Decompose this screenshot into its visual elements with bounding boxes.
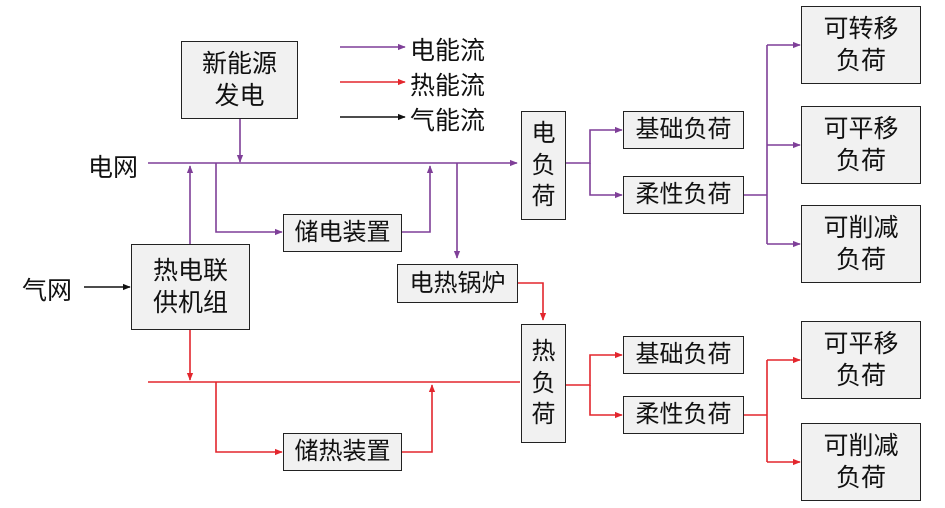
- chp-line-2: 供机组: [152, 288, 228, 317]
- elec-base-load-label: 基础负荷: [635, 115, 732, 144]
- elec-transferable-line-2: 负荷: [835, 46, 886, 75]
- heat-base-load-label: 基础负荷: [635, 340, 732, 369]
- electric-storage-node: 储电装置: [283, 214, 402, 252]
- heat-flex-load-node: 柔性负荷: [623, 396, 744, 434]
- grid-label: 电网: [88, 153, 139, 182]
- bus-to-storage: [215, 163, 283, 236]
- elec-base-load-node: 基础负荷: [623, 111, 744, 149]
- heat-curtailable-line-2: 负荷: [835, 463, 886, 492]
- elec-shiftable-line-1: 可平移: [823, 113, 899, 143]
- heat-shiftable-line-2: 负荷: [835, 361, 886, 390]
- electric-load-char-1: 电: [531, 118, 556, 147]
- electric-load-node: 电 负 荷: [521, 111, 566, 220]
- elec-transferable-node: 可转移 负荷: [801, 6, 921, 84]
- heat-storage-label: 储热装置: [294, 437, 391, 466]
- new-energy-line-1: 新能源: [201, 48, 277, 78]
- heat-curtailable-node: 可削减 负荷: [801, 423, 921, 501]
- eload-to-base: [565, 126, 623, 164]
- legend-electric-label: 电能流: [410, 36, 486, 65]
- heatstorage-to-bus: [402, 384, 436, 453]
- elec-transferable-line-1: 可转移: [823, 13, 899, 43]
- heat-curtailable-line-1: 可削减: [823, 430, 899, 460]
- hload-to-base: [565, 351, 623, 386]
- storage-to-bus: [402, 165, 434, 233]
- elec-flex-load-label: 柔性负荷: [635, 180, 732, 209]
- new-energy-node: 新能源 发电: [181, 41, 298, 119]
- new-energy-line-2: 发电: [214, 81, 265, 110]
- heat-flows: [148, 282, 801, 466]
- hload-to-flex: [589, 385, 623, 419]
- heat-load-node: 热 负 荷: [521, 324, 566, 443]
- boiler-to-heat-load: [518, 282, 547, 321]
- electric-flows: [148, 41, 801, 259]
- heat-storage-node: 储热装置: [283, 433, 402, 471]
- eload-to-flex: [589, 163, 623, 199]
- chp-node: 热电联 供机组: [131, 244, 250, 330]
- elec-curtailable-node: 可削减 负荷: [801, 205, 921, 283]
- legend-arrows: [340, 43, 406, 121]
- legend-gas-label: 气能流: [410, 106, 486, 135]
- elec-shiftable-node: 可平移 负荷: [801, 106, 921, 184]
- electric-boiler-label: 电热锅炉: [409, 268, 506, 297]
- electric-boiler-node: 电热锅炉: [397, 264, 518, 303]
- heat-shiftable-line-1: 可平移: [823, 328, 899, 358]
- heat-base-load-node: 基础负荷: [623, 336, 744, 374]
- electric-load-char-2: 负: [531, 150, 556, 179]
- gas-grid-label: 气网: [22, 276, 73, 305]
- heat-load-char-2: 负: [531, 368, 556, 397]
- heat-shiftable-node: 可平移 负荷: [801, 321, 921, 399]
- electric-storage-label: 储电装置: [294, 218, 391, 247]
- elec-flex-load-node: 柔性负荷: [623, 176, 744, 214]
- heat-load-char-1: 热: [531, 336, 556, 365]
- heat-load-char-3: 荷: [531, 400, 556, 429]
- elec-curtailable-line-2: 负荷: [835, 245, 886, 274]
- elec-shiftable-line-2: 负荷: [835, 146, 886, 175]
- electric-load-char-3: 荷: [531, 182, 556, 211]
- elec-curtailable-line-1: 可削减: [823, 212, 899, 242]
- heat-flex-load-label: 柔性负荷: [635, 400, 732, 429]
- heatbus-to-storage: [215, 382, 283, 456]
- chp-line-1: 热电联: [152, 255, 228, 285]
- legend-heat-label: 热能流: [410, 71, 486, 100]
